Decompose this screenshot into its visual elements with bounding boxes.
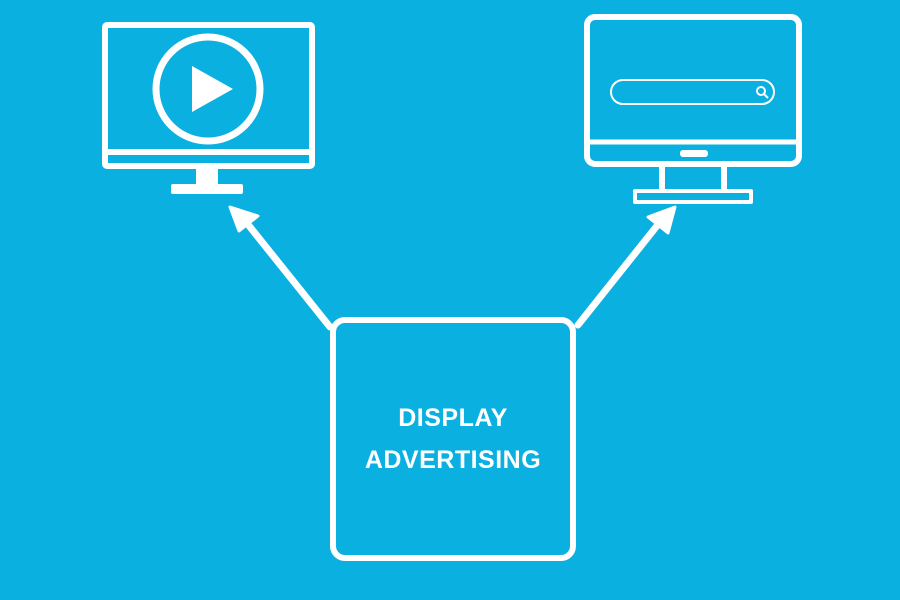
play-icon xyxy=(152,33,264,145)
display-advertising-label: DISPLAY ADVERTISING xyxy=(333,320,573,558)
label-line-1: DISPLAY xyxy=(398,404,508,432)
label-line-2: ADVERTISING xyxy=(364,446,542,474)
search-monitor-icon xyxy=(584,14,802,204)
arrow-to-video-monitor xyxy=(228,205,334,331)
search-icon xyxy=(756,86,769,99)
video-monitor-icon xyxy=(102,22,315,194)
arrow-to-search-monitor xyxy=(574,205,677,329)
display-advertising-box xyxy=(330,317,576,561)
